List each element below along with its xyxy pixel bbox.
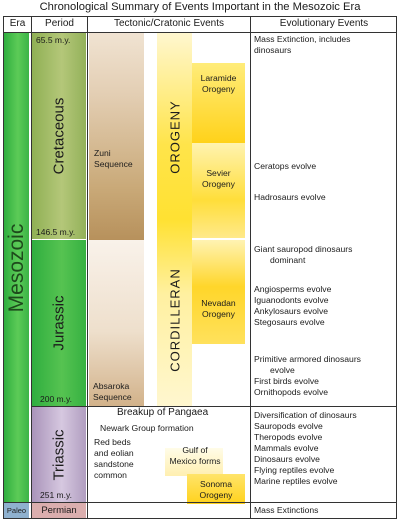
chart-title: Chronological Summary of Events Importan… xyxy=(39,1,361,13)
table-frame xyxy=(3,16,397,519)
period-triassic-label: Triassic xyxy=(50,428,68,481)
evo-ceratops: Ceratops evolve xyxy=(254,161,317,171)
period-permian-label: Permian xyxy=(41,505,77,516)
period-jurassic-band: Jurassic xyxy=(32,240,86,406)
era-mesozoic-band xyxy=(4,33,29,502)
sevier-orogeny-bar xyxy=(192,143,245,238)
header-tectonic: Tectonic/Cratonic Events xyxy=(113,18,225,29)
header-period: Period xyxy=(45,18,74,29)
time-jurassic-start: 200 m.y. xyxy=(40,394,72,404)
era-mesozoic-label: Mesozoic xyxy=(4,223,28,312)
header-era: Era xyxy=(9,18,26,29)
divider-period-tectonic xyxy=(87,16,88,519)
period-cretaceous-label: Cretaceous xyxy=(50,97,68,175)
cordilleran-label: CORDILLERAN xyxy=(167,268,182,372)
laramide-orogeny-bar xyxy=(192,63,245,143)
newark-group-label: Newark Group formation xyxy=(100,423,194,433)
gulf-of-mexico-bar xyxy=(165,448,223,476)
period-permian-band: Permian xyxy=(32,503,86,518)
era-paleozoic-label: Paleo xyxy=(6,506,27,515)
period-cretaceous-band: Cretaceous xyxy=(32,33,86,239)
evo-mass-extinctions-permian: Mass Extinctions xyxy=(254,505,319,515)
time-triassic-start: 251 m.y. xyxy=(40,490,72,500)
header-evolutionary: Evolutionary Events xyxy=(279,18,369,29)
cordilleran-orogeny-bar: OROGENY CORDILLERAN xyxy=(157,33,192,406)
pangaea-breakup-label: Breakup of Pangaea xyxy=(117,407,209,418)
sonoma-orogeny-bar xyxy=(187,474,245,504)
divider-header xyxy=(3,32,397,33)
era-paleozoic-band: Paleo xyxy=(4,503,29,518)
orogeny-label: OROGENY xyxy=(167,100,182,175)
divider-jurassic-triassic xyxy=(31,406,397,407)
zuni-sequence-bar xyxy=(89,33,144,240)
time-cretaceous-start: 146.5 m.y. xyxy=(36,227,76,237)
period-jurassic-label: Jurassic xyxy=(50,295,68,351)
evo-hadrosaurs: Hadrosaurs evolve xyxy=(254,192,326,202)
divider-triassic-permian xyxy=(3,502,397,503)
period-triassic-band: Triassic xyxy=(32,407,86,502)
absaroka-sequence-bar xyxy=(89,240,144,406)
nevadan-orogeny-bar xyxy=(192,240,245,344)
divider-tectonic-evolution xyxy=(250,16,251,519)
time-cretaceous-end: 65.5 m.y. xyxy=(36,35,71,45)
divider-era-period xyxy=(31,16,32,519)
